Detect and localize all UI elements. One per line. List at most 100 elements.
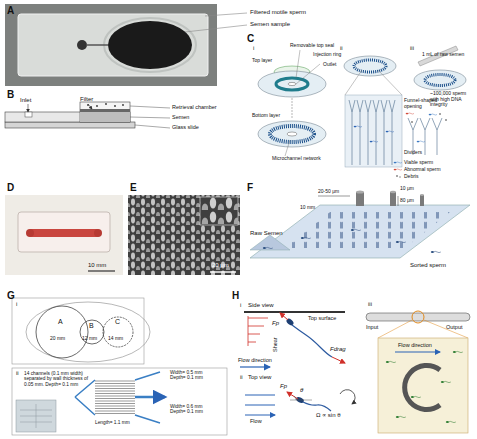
angle-label: θ — [300, 387, 303, 394]
panel-f-channel-part — [390, 192, 396, 206]
force-label: Shear — [272, 337, 278, 352]
panel-b-schematic-part — [122, 104, 124, 106]
panel-g-layout — [12, 298, 227, 435]
subpanel-number: iii — [368, 301, 372, 308]
panel-h-mechanism-part — [287, 392, 298, 399]
panel-h-mechanism-part — [395, 352, 440, 353]
panel-h-mechanism-part — [303, 402, 331, 411]
panel-c-device-part — [349, 100, 395, 165]
panel-h-mechanism-part — [332, 357, 345, 363]
force-label: Fdrag — [330, 346, 346, 353]
dimension-label: 12 mm — [82, 336, 97, 342]
panel-f-channel-part — [351, 229, 361, 231]
panel-c-device-part — [394, 162, 402, 164]
dimension-label: 20-50 μm — [318, 189, 339, 195]
panel-e-sem-part — [200, 197, 238, 225]
panel-e-sem-part — [200, 197, 238, 225]
part-label: Retrieval chamber — [172, 104, 217, 110]
panel-b-schematic-part — [5, 112, 130, 122]
panel-letter: B — [7, 89, 14, 100]
panel-f-channel-part — [301, 237, 311, 239]
panel-c-device-part — [406, 113, 414, 115]
part-label: Bottom layer — [252, 113, 280, 119]
part-label: Filtered motile sperm — [250, 9, 306, 16]
panel-c-device-part — [399, 176, 401, 178]
panel-c-device-part — [354, 60, 386, 72]
part-label: Injection ring — [313, 52, 341, 58]
scale-label: 10 mm — [88, 262, 106, 269]
panel-f-channel-part — [250, 235, 290, 250]
dimension-note: Length= 1.1 mm — [95, 420, 130, 425]
panel-c-device-part — [276, 78, 308, 90]
panel-c-device-part — [445, 119, 447, 121]
view-label: Top view — [248, 374, 271, 381]
panel-b-schematic-part — [130, 106, 170, 128]
panel-a-photo-part — [108, 21, 192, 69]
panel-h-mechanism-part — [248, 316, 268, 346]
subpanel-number: ii — [240, 374, 243, 381]
panel-f-channel-part — [396, 241, 406, 243]
part-label: Top surface — [308, 315, 336, 321]
panel-f-channel-part — [263, 247, 273, 249]
panel-d-photo-part — [18, 212, 110, 252]
part-label: Raw Semen — [250, 230, 283, 237]
panel-f-channel-part — [390, 191, 396, 194]
panel-letter: H — [232, 290, 239, 301]
subpanel-number: iii — [410, 45, 414, 52]
panel-b-schematic-part — [80, 109, 130, 112]
panel-b-schematic-part — [114, 105, 116, 107]
panel-a-photo-part — [5, 4, 217, 86]
panel-g-layout-part — [80, 320, 104, 344]
panel-f-channel-part — [356, 192, 364, 206]
panel-h-mechanism-part — [396, 416, 406, 418]
panel-d-photo-part — [94, 229, 102, 237]
panel-g-layout-part — [103, 317, 133, 347]
panel-f-channel-part — [318, 196, 398, 206]
panel-b-schematic — [5, 102, 170, 128]
part-label: Microchannel network — [272, 156, 321, 162]
panel-h-mechanism-part — [405, 365, 440, 409]
subpanel-number: i — [240, 302, 241, 309]
panel-g-layout-part — [20, 404, 52, 428]
panel-h-mechanism-part — [412, 311, 424, 323]
part-label: Glass slide — [172, 124, 199, 130]
flow-label: Flow direction — [398, 342, 432, 348]
panel-g-layout-part — [95, 381, 135, 414]
panel-h-mechanism-part — [378, 338, 468, 433]
panel-e-sem-part — [210, 271, 236, 272]
panel-h-mechanism-part — [290, 396, 312, 400]
panel-letter: A — [7, 5, 14, 16]
part-label: Removable top seal — [290, 43, 334, 49]
panel-h-mechanism-part — [280, 313, 288, 320]
panel-e-sem-part — [128, 195, 240, 275]
panel-g-layout-part — [26, 302, 150, 362]
panel-a-photo-part — [104, 18, 196, 72]
panel-c-device-part — [285, 50, 320, 156]
panel-a-photo-part — [185, 13, 247, 32]
panel-b-schematic-part — [80, 112, 130, 122]
panel-c-device-part — [425, 75, 455, 86]
panel-b-schematic-part — [88, 104, 92, 109]
part-label: Outlet — [323, 62, 336, 68]
panel-c-device-part — [345, 95, 402, 167]
panel-c-device-part — [344, 56, 396, 76]
panel-c-device-part — [417, 141, 425, 143]
flow-label: Flow direction — [238, 357, 272, 363]
subpanel-number: ii — [340, 45, 343, 52]
panel-h-mechanism-part — [245, 395, 275, 415]
panel-letter: C — [247, 33, 254, 44]
panel-c-device-part — [396, 175, 398, 177]
flow-label: Flow — [250, 418, 262, 424]
chamber-letter: A — [58, 318, 63, 326]
panel-d-photo-part — [5, 195, 123, 275]
part-label: Abnormal sperm — [404, 167, 441, 173]
view-label: Side view — [248, 302, 274, 309]
panel-h-mechanism-part — [411, 396, 421, 398]
part-label: Inlet — [20, 97, 31, 104]
part-label: Semen sample — [250, 21, 290, 28]
panel-b-schematic-part — [80, 102, 130, 122]
panel-g-layout-part — [12, 368, 227, 435]
dimension-label: 14 mm — [108, 336, 123, 342]
part-label: Filter — [80, 96, 93, 103]
panel-c-device-part — [345, 70, 402, 95]
